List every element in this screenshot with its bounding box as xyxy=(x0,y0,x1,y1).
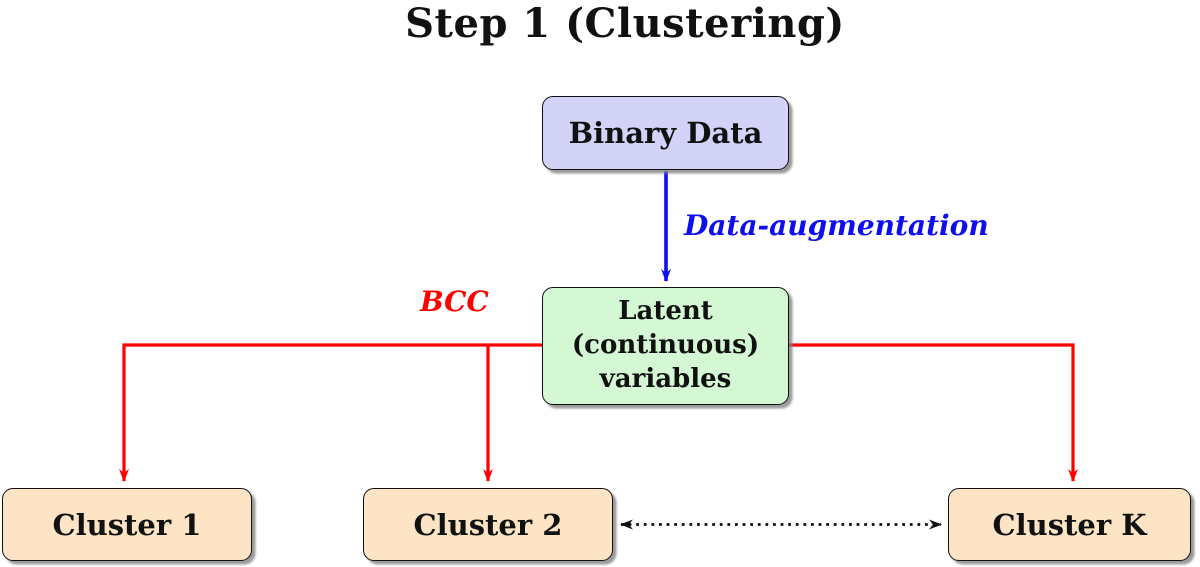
data-augmentation-label: Data-augmentation xyxy=(684,209,989,242)
cluster-2-label: Cluster 2 xyxy=(413,507,563,542)
latent-variables-node: Latent (continuous) variables xyxy=(542,287,789,405)
diagram-title: Step 1 (Clustering) xyxy=(405,0,845,47)
binary-data-label: Binary Data xyxy=(568,116,763,150)
bcc-label: BCC xyxy=(420,285,489,318)
cluster-1-label: Cluster 1 xyxy=(52,507,202,542)
cluster-k-label: Cluster K xyxy=(992,507,1147,542)
bcc-arrow-to-cluster-1 xyxy=(119,343,543,482)
latent-variables-label: Latent (continuous) variables xyxy=(571,296,760,394)
cluster-k-node: Cluster K xyxy=(948,488,1191,561)
bcc-arrow-to-cluster-k xyxy=(788,343,1078,482)
binary-data-node: Binary Data xyxy=(542,96,789,170)
cluster-1-node: Cluster 1 xyxy=(2,488,252,561)
cluster-2-node: Cluster 2 xyxy=(363,488,613,561)
